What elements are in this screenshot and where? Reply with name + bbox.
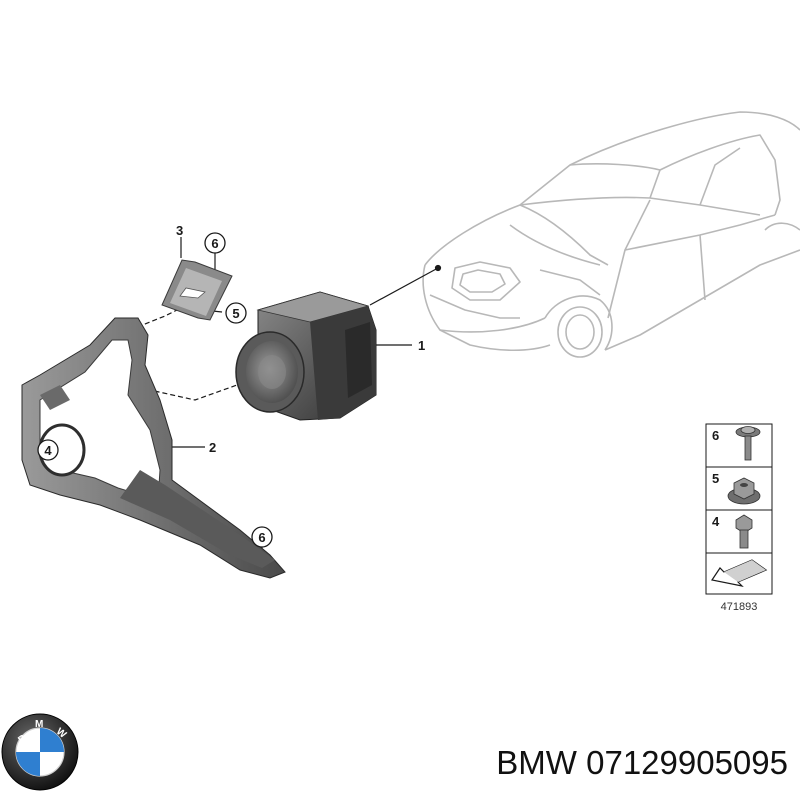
hex-bolt-icon: [735, 514, 753, 549]
svg-text:6: 6: [211, 236, 218, 251]
callout-6-bottom: 6: [251, 526, 273, 548]
mounting-plate-part: [161, 259, 233, 321]
diagram-reference-number: 471893: [721, 601, 758, 613]
callout-6-top: 6: [204, 232, 226, 254]
fastener-legend: 6 5 4 471893: [705, 423, 773, 613]
svg-text:M: M: [35, 719, 43, 730]
loudspeaker-unit-part: [235, 291, 377, 421]
flange-nut-icon: [727, 477, 761, 505]
bmw-logo: B M W: [1, 713, 79, 791]
svg-text:4: 4: [44, 443, 52, 458]
part-number-caption: BMW 07129905095: [408, 738, 788, 788]
callout-2: 2: [209, 440, 216, 455]
svg-text:1: 1: [418, 338, 425, 353]
legend-number-4: 4: [712, 514, 720, 529]
svg-text:5: 5: [232, 306, 239, 321]
callout-4: 4: [37, 439, 59, 461]
svg-text:3: 3: [176, 223, 183, 238]
direction-arrow-icon: [711, 559, 768, 587]
legend-number-6: 6: [712, 428, 719, 443]
svg-text:2: 2: [209, 440, 216, 455]
svg-text:6: 6: [258, 530, 265, 545]
part-number: 07129905095: [586, 744, 788, 781]
callout-5: 5: [225, 302, 247, 324]
car-outline-illustration: [422, 111, 800, 358]
legend-number-5: 5: [712, 471, 719, 486]
callout-1: 1: [418, 338, 425, 353]
washer-head-screw-icon: [735, 426, 761, 461]
brand-name: BMW: [496, 744, 577, 781]
speaker-bracket-part: [21, 317, 286, 579]
callout-3: 3: [176, 223, 183, 238]
